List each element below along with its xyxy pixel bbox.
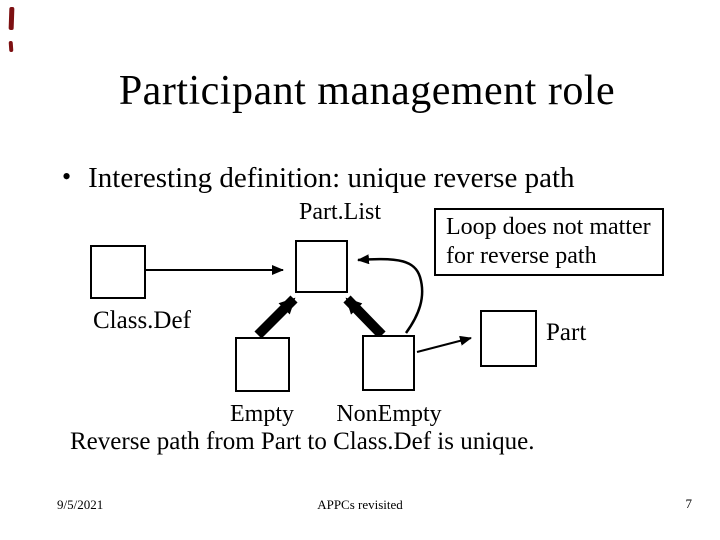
footer-date: 9/5/2021 [57, 497, 104, 512]
partlist-box [295, 240, 348, 293]
bullet-icon: • [62, 162, 72, 191]
arrow-nonempty-to-partlist [343, 295, 386, 339]
empty-label: Empty [230, 401, 294, 427]
arrow-loop-curved [357, 254, 424, 334]
slide-title: Participant management role [118, 68, 616, 114]
footer-page-number: 7 [685, 496, 693, 511]
red-pen-mark [8, 40, 14, 53]
nonempty-box [362, 335, 415, 391]
footer-title: APPCs revisited [317, 497, 403, 512]
classdef-label: Class.Def [93, 307, 191, 334]
bullet-line: • Interesting definition: unique reverse… [62, 160, 682, 196]
callout-line-1: Loop does not matter [446, 214, 651, 240]
red-pen-mark [8, 6, 15, 31]
part-label: Part [546, 319, 587, 346]
loop-callout-box: Loop does not matter for reverse path [434, 208, 664, 276]
caption-text: Reverse path from Part to Class.Def is u… [70, 428, 535, 455]
part-box [480, 310, 537, 367]
nonempty-label: NonEmpty [336, 401, 442, 427]
empty-box [235, 337, 290, 392]
bullet-text: Interesting definition: unique reverse p… [88, 162, 575, 194]
classdef-box [90, 245, 146, 299]
partlist-label: Part.List [299, 199, 381, 225]
arrow-nonempty-to-part [416, 335, 472, 353]
arrow-empty-to-partlist [254, 295, 298, 339]
callout-line-2: for reverse path [446, 243, 597, 269]
